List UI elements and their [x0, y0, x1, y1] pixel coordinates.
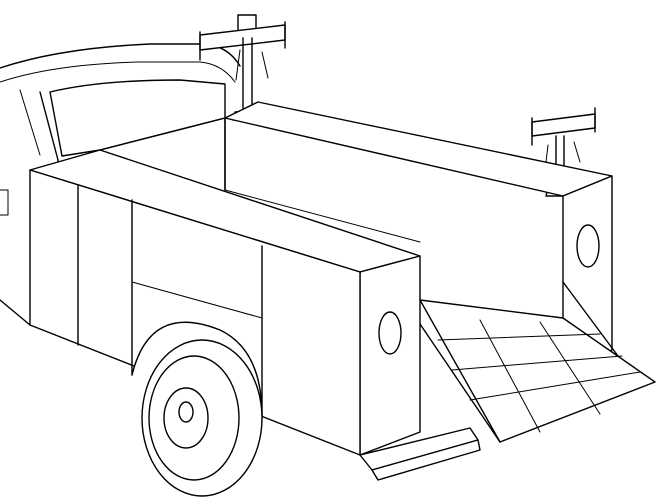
ladder-rack-rear	[199, 14, 286, 121]
rear-wheel	[131, 321, 263, 497]
rear-bumper	[359, 427, 481, 481]
truck-bed-interior	[99, 117, 421, 243]
service-body-near-side	[29, 149, 421, 456]
tailgate	[419, 281, 656, 443]
cab-window	[49, 79, 226, 157]
